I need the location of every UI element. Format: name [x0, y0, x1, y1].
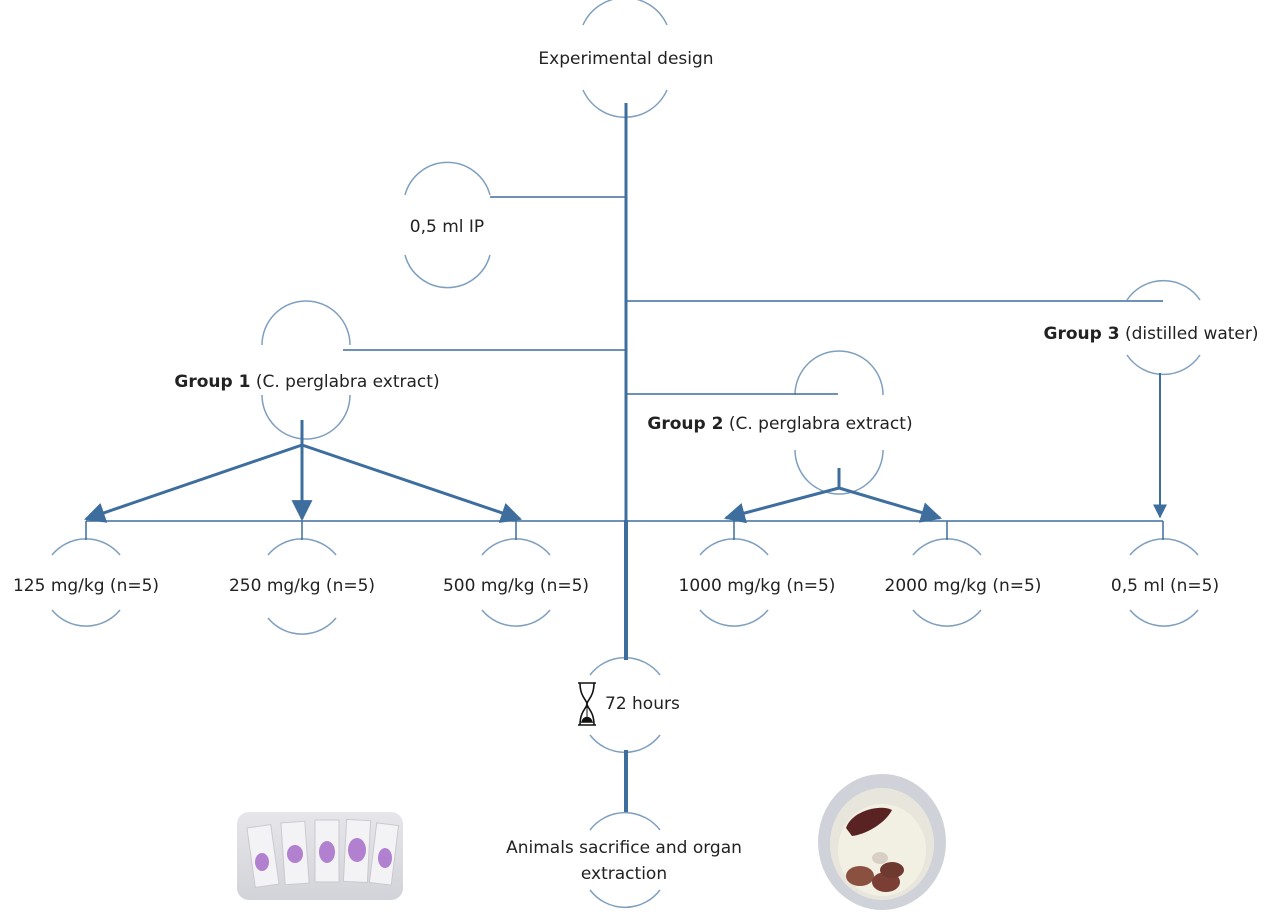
dose-500: 500 mg/kg (n=5) — [442, 576, 590, 596]
dose-125: 125 mg/kg (n=5) — [12, 576, 160, 596]
group-3-name: Group 3 — [1043, 324, 1120, 344]
final-step-line-1: Animals sacrifice and organ — [506, 838, 742, 858]
organ-dish-photo — [812, 770, 952, 914]
injection-label: 0,5 ml IP — [409, 217, 485, 237]
group-1-name: Group 1 — [174, 372, 251, 392]
dose-control: 0,5 ml (n=5) — [1110, 576, 1220, 596]
group-1-desc: (C. perglabra extract) — [255, 372, 440, 392]
group-2-name: Group 2 — [647, 414, 724, 434]
group-2-label: Group 2 (C. perglabra extract) — [647, 414, 912, 434]
hourglass-icon — [578, 682, 596, 726]
diagram-title: Experimental design — [538, 49, 714, 69]
waiting-label: 72 hours — [605, 694, 680, 714]
group-3-label: Group 3 (distilled water) — [1043, 324, 1258, 344]
group-2-desc: (C. perglabra extract) — [728, 414, 913, 434]
dose-1000: 1000 mg/kg (n=5) — [678, 576, 836, 596]
final-step-line-2: extraction — [580, 864, 668, 884]
stained-slides-photo — [237, 812, 403, 900]
dose-2000: 2000 mg/kg (n=5) — [884, 576, 1042, 596]
dose-250: 250 mg/kg (n=5) — [228, 576, 376, 596]
group-1-label: Group 1 (C. perglabra extract) — [174, 372, 439, 392]
group-3-desc: (distilled water) — [1124, 324, 1259, 344]
